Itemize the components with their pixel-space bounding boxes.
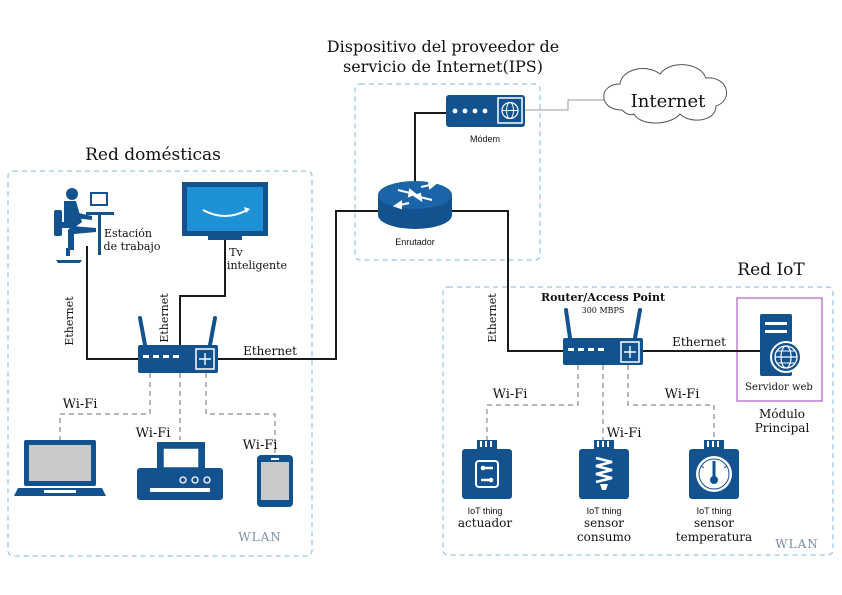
isp-title-line2: servicio de Internet(IPS) bbox=[343, 57, 543, 76]
modem-icon bbox=[446, 95, 525, 127]
wifi-label-actuator: Wi-Fi bbox=[493, 387, 528, 402]
main-module-box bbox=[736, 297, 823, 402]
wifi-link-tablet bbox=[205, 373, 276, 455]
laptop-icon bbox=[14, 440, 106, 496]
iot-network-zone bbox=[442, 286, 834, 556]
printer-icon bbox=[137, 442, 223, 500]
access-point-label-line1: Router/Access Point bbox=[541, 291, 666, 304]
ethernet-link-iot-router bbox=[448, 210, 565, 352]
wlan-iot-label: WLAN bbox=[775, 537, 818, 551]
module-label-line1: Módulo bbox=[759, 407, 805, 421]
link-modem-internet bbox=[525, 99, 612, 111]
smart-tv-icon bbox=[182, 182, 268, 240]
temperature-sensor-type-label: IoT thing bbox=[697, 506, 732, 516]
actuator-icon bbox=[462, 440, 512, 499]
iot-access-point-icon bbox=[563, 308, 643, 365]
ethernet-link-tv bbox=[179, 236, 226, 345]
tv-label-line1: Tv bbox=[229, 246, 243, 259]
home-network-zone bbox=[7, 170, 313, 557]
wifi-link-temperature bbox=[627, 365, 715, 440]
wifi-label-tablet: Wi-Fi bbox=[243, 438, 278, 453]
tablet-icon bbox=[257, 455, 293, 507]
consumption-sensor-type-label: IoT thing bbox=[587, 506, 622, 516]
ethernet-label-home-router: Ethernet bbox=[243, 344, 297, 358]
actuator-label: actuador bbox=[458, 516, 512, 530]
access-point-label-line2: 300 MBPS bbox=[582, 306, 625, 315]
wifi-label-printer: Wi-Fi bbox=[136, 426, 171, 441]
ethernet-link-home-router bbox=[218, 210, 380, 360]
ethernet-label-workstation: Ethernet bbox=[63, 296, 76, 346]
workstation-icon bbox=[54, 188, 114, 263]
wifi-label-consumo: Wi-Fi bbox=[607, 426, 642, 441]
wifi-label-laptop: Wi-Fi bbox=[63, 397, 98, 412]
cloud-icon bbox=[603, 64, 727, 124]
iot-network-title: Red IoT bbox=[737, 260, 805, 280]
ethernet-link-workstation bbox=[86, 246, 140, 360]
workstation-label-line2: de trabajo bbox=[104, 240, 161, 253]
router-icon bbox=[378, 180, 452, 229]
modem-label: Módem bbox=[470, 134, 500, 144]
isp-title-line1: Dispositivo del proveedor de bbox=[327, 37, 559, 56]
link-router-modem bbox=[414, 112, 446, 185]
server-icon bbox=[760, 314, 802, 376]
router-label: Enrutador bbox=[395, 237, 435, 247]
temperature-sensor-label-line1: sensor bbox=[694, 516, 734, 530]
wifi-label-temperature: Wi-Fi bbox=[665, 387, 700, 402]
wifi-link-actuator bbox=[486, 365, 579, 440]
module-label-line2: Principal bbox=[755, 421, 810, 435]
consumption-sensor-icon bbox=[579, 440, 629, 499]
actuator-type-label: IoT thing bbox=[468, 506, 503, 516]
workstation-label-line1: Estación bbox=[104, 227, 152, 240]
ethernet-label-tv: Ethernet bbox=[158, 293, 171, 343]
tv-label-line2: inteligente bbox=[227, 259, 287, 272]
isp-zone bbox=[354, 83, 541, 261]
wlan-home-label: WLAN bbox=[238, 530, 281, 544]
temperature-sensor-label-line2: temperatura bbox=[676, 530, 752, 544]
server-label: Servidor web bbox=[745, 382, 813, 393]
consumption-sensor-label-line1: sensor bbox=[584, 516, 624, 530]
wifi-link-laptop bbox=[59, 373, 151, 440]
home-network-title: Red domésticas bbox=[85, 145, 221, 165]
internet-label: Internet bbox=[631, 91, 706, 112]
temperature-sensor-icon bbox=[689, 440, 739, 499]
consumption-sensor-label-line2: consumo bbox=[577, 530, 631, 544]
ethernet-label-server: Ethernet bbox=[672, 335, 726, 349]
home-access-point-icon bbox=[138, 316, 218, 373]
ethernet-label-iot-router: Ethernet bbox=[486, 293, 499, 343]
